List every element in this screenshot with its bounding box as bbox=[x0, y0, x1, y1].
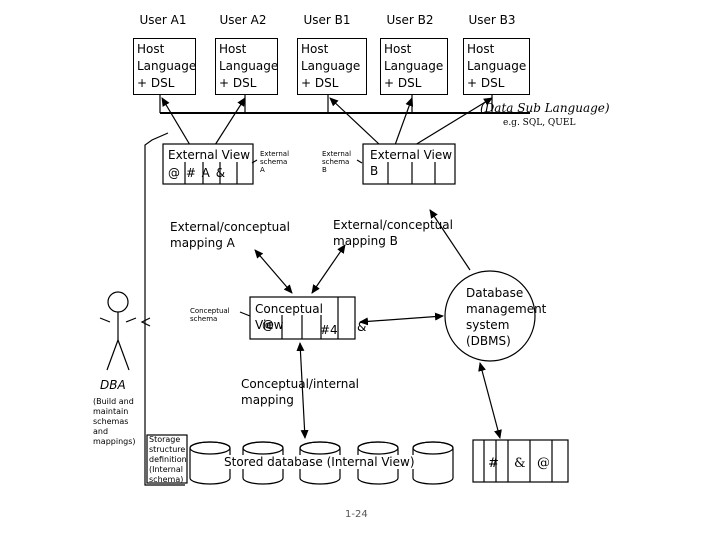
page-number: 1-24 bbox=[345, 509, 368, 520]
storage-definition-box bbox=[146, 434, 188, 484]
host-box-b1: Host Language + DSL bbox=[297, 38, 367, 95]
arrow-ext-a-a2 bbox=[214, 97, 246, 146]
host-box-a1: Host Language + DSL bbox=[133, 38, 196, 95]
user-b1-label: User B1 bbox=[303, 13, 351, 27]
arrow-conceptual-stored bbox=[296, 342, 309, 439]
external-view-a-symbols: @ # A & bbox=[168, 166, 226, 180]
conceptual-view-label: Conceptual View bbox=[255, 302, 323, 332]
conceptual-cell-hash4: #4 bbox=[320, 323, 338, 337]
dsl-example: e.g. SQL, QUEL bbox=[503, 118, 576, 128]
external-schema-b-label: External schema B bbox=[322, 150, 352, 174]
dba-figure-head bbox=[107, 291, 129, 313]
external-view-a-box bbox=[162, 143, 254, 185]
mapping-b-label: External/conceptual mapping B bbox=[333, 218, 453, 248]
conceptual-schema-label: Conceptual schema bbox=[190, 307, 230, 323]
external-view-b-box bbox=[362, 143, 456, 185]
user-b3-label: User B3 bbox=[468, 13, 516, 27]
user-a1-label: User A1 bbox=[139, 13, 187, 27]
external-schema-a-label: External schema A bbox=[260, 150, 290, 174]
dbms-circle bbox=[444, 270, 536, 362]
host-box-b2: Host Language + DSL bbox=[380, 38, 448, 95]
host-box-b3: Host Language + DSL bbox=[463, 38, 530, 95]
arrow-ext-b-b2 bbox=[394, 97, 414, 146]
external-view-a-title: External View bbox=[168, 148, 251, 162]
storage-cell-at: @ bbox=[537, 456, 550, 471]
arrow-dbms-conceptual bbox=[359, 312, 444, 326]
external-view-b-title: External View B bbox=[370, 148, 453, 178]
host-box-a2: Host Language + DSL bbox=[215, 38, 278, 95]
user-a2-label: User A2 bbox=[219, 13, 267, 27]
arrow-ext-a-conceptual bbox=[254, 249, 293, 294]
arrow-ext-a-a1 bbox=[161, 97, 191, 146]
arrow-dbms-extb bbox=[429, 209, 471, 271]
dba-note: (Build and maintain schemas and mappings… bbox=[93, 397, 136, 446]
user-b2-label: User B2 bbox=[386, 13, 434, 27]
storage-cell-amp: & bbox=[514, 456, 526, 471]
stored-database-cylinders bbox=[189, 441, 454, 485]
dsl-title: (Data Sub Language) bbox=[480, 101, 610, 115]
dba-bracket bbox=[144, 132, 185, 486]
arrow-dbms-stored bbox=[478, 362, 502, 439]
dba-label: DBA bbox=[100, 378, 126, 392]
conceptual-cell-at: @ bbox=[262, 318, 274, 332]
conceptual-cell-amp: & bbox=[357, 320, 367, 334]
arrow-ext-b-b1 bbox=[329, 97, 381, 146]
storage-cell-hash: # bbox=[488, 456, 499, 471]
mapping-a-label: External/conceptual mapping A bbox=[170, 220, 290, 250]
arrow-ext-b-b3 bbox=[414, 97, 493, 146]
arrow-ext-b-conceptual bbox=[311, 244, 346, 294]
storage-definition-label: Storage structure definition (Internal s… bbox=[149, 435, 187, 484]
stored-database-label: Stored database (Internal View) bbox=[222, 455, 417, 469]
dbms-label: Database management system (DBMS) bbox=[466, 286, 547, 348]
conceptual-internal-mapping-label: Conceptual/internal mapping bbox=[241, 377, 360, 407]
